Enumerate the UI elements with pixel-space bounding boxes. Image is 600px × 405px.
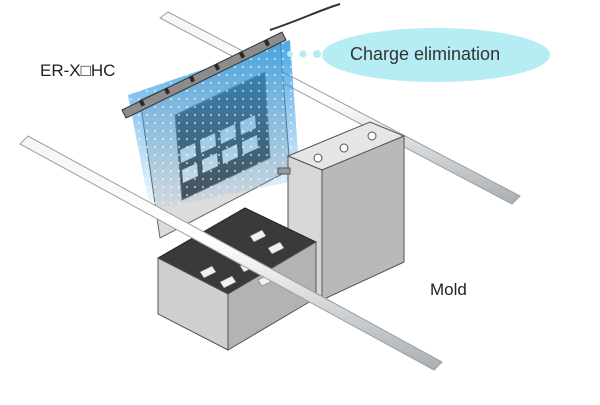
ionizer-nozzles <box>138 39 271 107</box>
ionizer-assembly <box>121 31 300 239</box>
charge-elimination-bubble <box>322 28 550 82</box>
mold-block <box>277 121 406 301</box>
product-label: ER-X□HC <box>40 61 116 80</box>
ionizer-bar <box>121 31 287 119</box>
cable <box>269 3 341 31</box>
mold-label: Mold <box>430 280 467 299</box>
charge-elimination-label: Charge elimination <box>350 44 501 64</box>
callout-dots <box>287 50 321 58</box>
guide-rail-lower <box>19 135 443 371</box>
